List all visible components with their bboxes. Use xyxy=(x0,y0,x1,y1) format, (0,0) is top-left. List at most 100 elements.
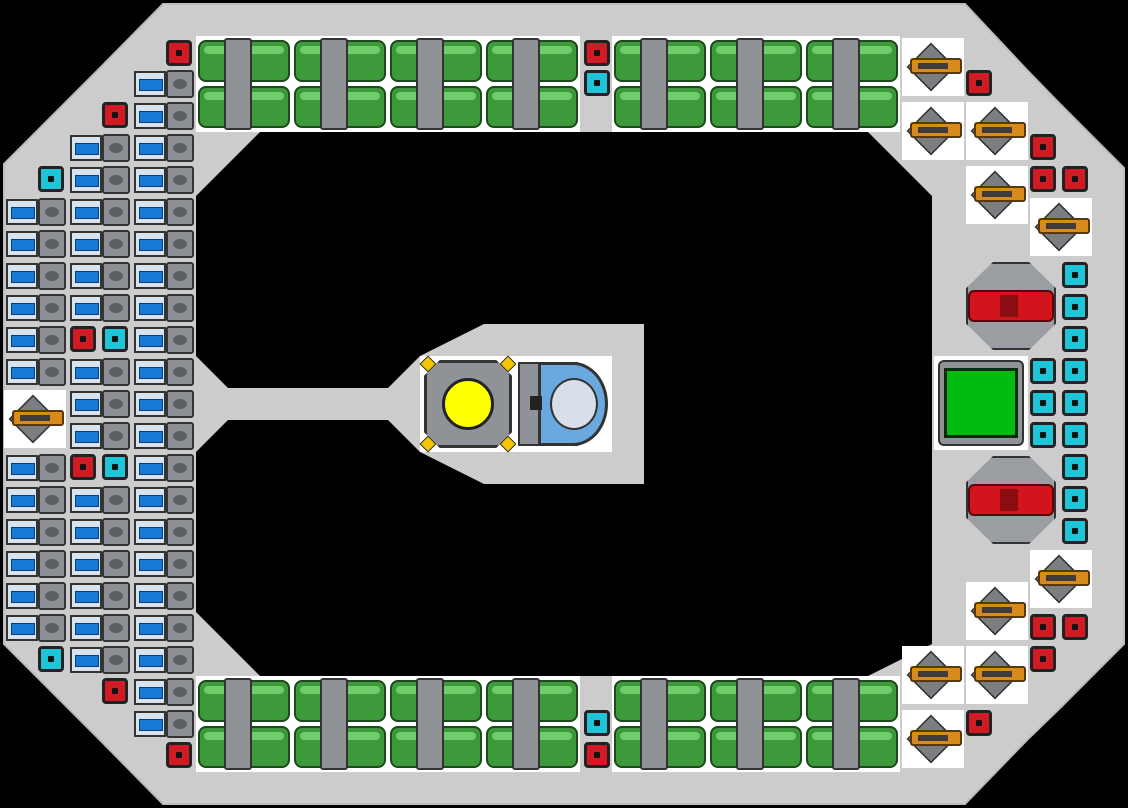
data-connector-icon[interactable] xyxy=(1062,294,1088,320)
fuel-tank-icon[interactable] xyxy=(804,676,900,772)
battery-icon[interactable] xyxy=(4,324,68,356)
power-connector-icon[interactable] xyxy=(1030,646,1056,672)
autocannon-icon[interactable] xyxy=(902,102,964,160)
data-connector-icon[interactable] xyxy=(102,454,128,480)
power-connector-icon[interactable] xyxy=(1030,134,1056,160)
battery-icon[interactable] xyxy=(68,580,132,612)
data-connector-icon[interactable] xyxy=(1062,422,1088,448)
battery-icon[interactable] xyxy=(132,484,196,516)
fuel-tank-icon[interactable] xyxy=(292,676,388,772)
battery-icon[interactable] xyxy=(68,484,132,516)
power-connector-icon[interactable] xyxy=(102,102,128,128)
autocannon-icon[interactable] xyxy=(966,646,1028,704)
fuel-tank-icon[interactable] xyxy=(484,676,580,772)
autocannon-icon[interactable] xyxy=(1030,198,1092,256)
battery-icon[interactable] xyxy=(4,548,68,580)
reactor-core-icon[interactable] xyxy=(419,355,517,453)
battery-icon[interactable] xyxy=(68,548,132,580)
battery-icon[interactable] xyxy=(132,292,196,324)
data-connector-icon[interactable] xyxy=(102,326,128,352)
power-connector-icon[interactable] xyxy=(1030,166,1056,192)
battery-icon[interactable] xyxy=(68,644,132,676)
power-connector-icon[interactable] xyxy=(966,70,992,96)
power-connector-icon[interactable] xyxy=(166,742,192,768)
missile-turret-icon[interactable] xyxy=(964,454,1058,546)
fuel-tank-icon[interactable] xyxy=(708,676,804,772)
battery-icon[interactable] xyxy=(132,420,196,452)
battery-icon[interactable] xyxy=(4,292,68,324)
fuel-tank-icon[interactable] xyxy=(708,36,804,132)
battery-icon[interactable] xyxy=(132,708,196,740)
data-connector-icon[interactable] xyxy=(38,646,64,672)
battery-icon[interactable] xyxy=(132,644,196,676)
battery-icon[interactable] xyxy=(132,164,196,196)
battery-icon[interactable] xyxy=(68,228,132,260)
data-connector-icon[interactable] xyxy=(1062,262,1088,288)
battery-icon[interactable] xyxy=(68,132,132,164)
battery-icon[interactable] xyxy=(132,388,196,420)
autocannon-icon[interactable] xyxy=(966,166,1028,224)
battery-icon[interactable] xyxy=(132,100,196,132)
power-connector-icon[interactable] xyxy=(70,454,96,480)
autocannon-icon[interactable] xyxy=(1030,550,1092,608)
power-connector-icon[interactable] xyxy=(166,40,192,66)
battery-icon[interactable] xyxy=(132,196,196,228)
battery-icon[interactable] xyxy=(68,260,132,292)
data-connector-icon[interactable] xyxy=(1030,358,1056,384)
battery-icon[interactable] xyxy=(68,516,132,548)
battery-icon[interactable] xyxy=(68,612,132,644)
battery-icon[interactable] xyxy=(4,612,68,644)
battery-icon[interactable] xyxy=(4,516,68,548)
battery-icon[interactable] xyxy=(132,356,196,388)
autocannon-icon[interactable] xyxy=(902,38,964,96)
power-connector-icon[interactable] xyxy=(1030,614,1056,640)
fuel-tank-icon[interactable] xyxy=(484,36,580,132)
power-connector-icon[interactable] xyxy=(584,742,610,768)
fuel-tank-icon[interactable] xyxy=(612,676,708,772)
battery-icon[interactable] xyxy=(4,260,68,292)
power-connector-icon[interactable] xyxy=(1062,614,1088,640)
fuel-tank-icon[interactable] xyxy=(292,36,388,132)
battery-icon[interactable] xyxy=(68,164,132,196)
battery-icon[interactable] xyxy=(68,356,132,388)
battery-icon[interactable] xyxy=(68,388,132,420)
battery-icon[interactable] xyxy=(132,324,196,356)
data-connector-icon[interactable] xyxy=(1030,422,1056,448)
battery-icon[interactable] xyxy=(4,196,68,228)
battery-icon[interactable] xyxy=(132,580,196,612)
fuel-tank-icon[interactable] xyxy=(804,36,900,132)
battery-icon[interactable] xyxy=(4,484,68,516)
cockpit-icon[interactable] xyxy=(934,356,1028,450)
power-connector-icon[interactable] xyxy=(584,40,610,66)
battery-icon[interactable] xyxy=(132,548,196,580)
battery-icon[interactable] xyxy=(68,196,132,228)
power-connector-icon[interactable] xyxy=(966,710,992,736)
fuel-tank-icon[interactable] xyxy=(388,676,484,772)
battery-icon[interactable] xyxy=(68,420,132,452)
battery-icon[interactable] xyxy=(4,580,68,612)
autocannon-icon[interactable] xyxy=(966,582,1028,640)
power-connector-icon[interactable] xyxy=(70,326,96,352)
autocannon-icon[interactable] xyxy=(4,390,66,448)
autocannon-icon[interactable] xyxy=(902,710,964,768)
battery-icon[interactable] xyxy=(132,676,196,708)
battery-icon[interactable] xyxy=(132,516,196,548)
data-connector-icon[interactable] xyxy=(1062,390,1088,416)
battery-icon[interactable] xyxy=(132,612,196,644)
data-connector-icon[interactable] xyxy=(38,166,64,192)
battery-icon[interactable] xyxy=(68,292,132,324)
autocannon-icon[interactable] xyxy=(902,646,964,704)
autocannon-icon[interactable] xyxy=(966,102,1028,160)
data-connector-icon[interactable] xyxy=(584,70,610,96)
data-connector-icon[interactable] xyxy=(1062,326,1088,352)
data-connector-icon[interactable] xyxy=(1062,486,1088,512)
battery-icon[interactable] xyxy=(4,356,68,388)
power-connector-icon[interactable] xyxy=(1062,166,1088,192)
battery-icon[interactable] xyxy=(4,228,68,260)
battery-icon[interactable] xyxy=(132,452,196,484)
shield-generator-icon[interactable] xyxy=(516,356,612,452)
fuel-tank-icon[interactable] xyxy=(612,36,708,132)
battery-icon[interactable] xyxy=(132,132,196,164)
battery-icon[interactable] xyxy=(132,68,196,100)
